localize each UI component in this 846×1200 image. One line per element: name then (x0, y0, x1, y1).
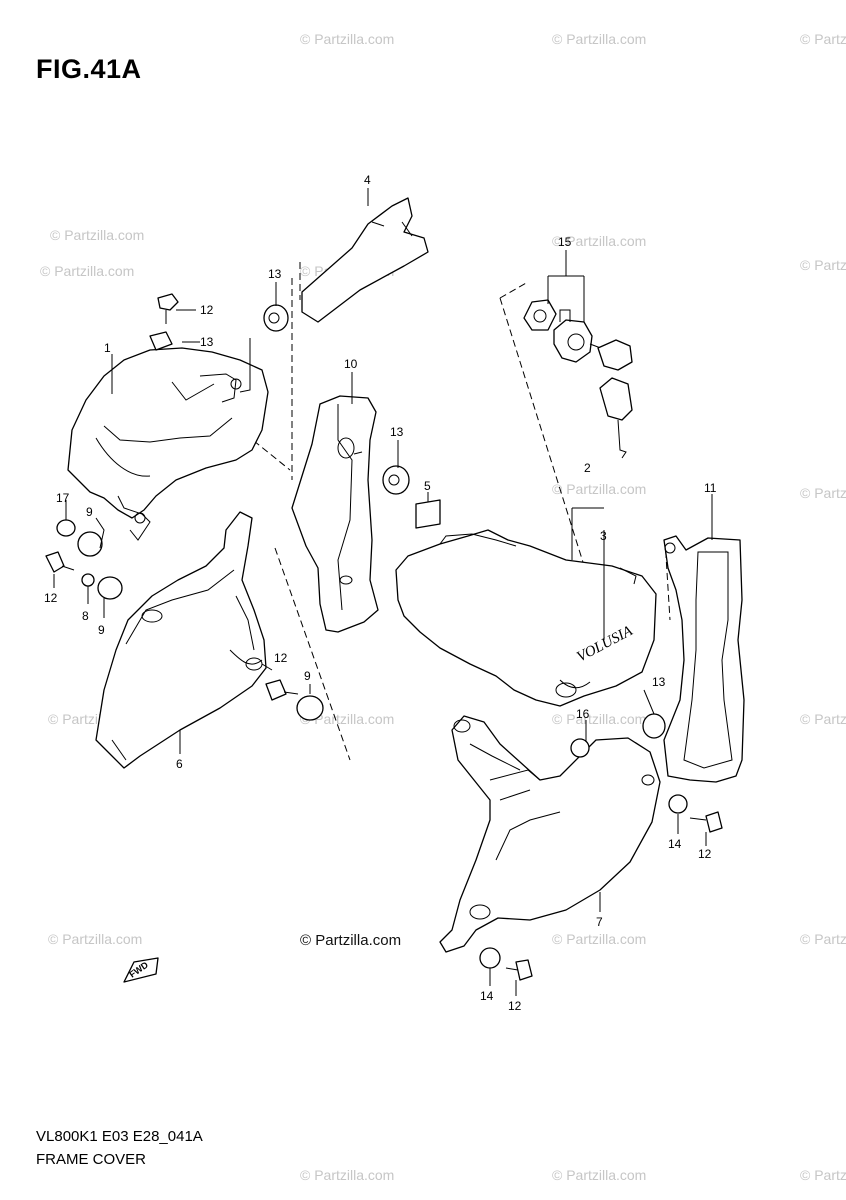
callout-13: 13 (268, 267, 282, 281)
watermark: © Partzilla.com (552, 31, 646, 47)
callout-1: 1 (104, 341, 111, 355)
callout-4: 4 (364, 173, 371, 187)
callout-12: 12 (44, 591, 58, 605)
callout-12: 12 (698, 847, 712, 861)
callout-16: 16 (576, 707, 590, 721)
partzilla-credit: © Partzilla.com (300, 932, 402, 949)
model-code: VL800K1 E03 E28_041A (36, 1128, 203, 1145)
callout-5: 5 (424, 479, 431, 493)
part-1-left-frame-cover (67, 347, 269, 541)
watermark: © Partzilla.com (48, 931, 142, 947)
part-5-label (415, 499, 441, 529)
callout-15: 15 (558, 235, 572, 249)
watermark: © Partzilla.com (800, 485, 846, 501)
watermark: © Partzilla.com (552, 233, 646, 249)
watermark: © Partzilla.com (800, 1167, 846, 1183)
part-7-lower-right-cover (439, 715, 661, 953)
callout-6: 6 (176, 757, 183, 771)
watermark: © Partzilla.com (50, 227, 144, 243)
watermark: © Partzilla.com (800, 711, 846, 727)
forward-arrow: FWD (123, 957, 159, 983)
part-10-vertical-bracket (291, 395, 379, 633)
watermark: © Partzilla.com (800, 31, 846, 47)
callout-3: 3 (600, 529, 607, 543)
section-name: FRAME COVER (36, 1151, 147, 1168)
part-15-lock-set (523, 299, 633, 459)
watermark: © Partzilla.com (552, 711, 646, 727)
callout-9: 9 (98, 623, 105, 637)
callout-13: 13 (390, 425, 404, 439)
callout-13: 13 (652, 675, 666, 689)
figure-title: FIG.41A (36, 54, 142, 84)
callout-9: 9 (304, 669, 311, 683)
callout-9: 9 (86, 505, 93, 519)
watermark: © Partzilla.com (800, 931, 846, 947)
part-11-side-bracket (663, 535, 745, 783)
watermark: © Partzilla.com (552, 931, 646, 947)
watermark: © Partzilla.com (800, 257, 846, 273)
callout-12: 12 (274, 651, 288, 665)
part-6-lower-left-cover (95, 511, 267, 769)
watermark: © Partzilla.com (300, 31, 394, 47)
callout-12: 12 (200, 303, 214, 317)
callout-14: 14 (668, 837, 682, 851)
callout-labels: 4 15 13 12 13 1 10 13 2 5 11 17 9 3 12 8… (44, 173, 717, 1013)
callout-11: 11 (704, 481, 717, 495)
part-4-bracket-plate (301, 197, 429, 323)
part-2-right-frame-cover: VOLUSIA (395, 529, 657, 707)
leader-lines (53, 188, 713, 996)
callout-14: 14 (480, 989, 494, 1003)
callout-2: 2 (584, 461, 591, 475)
callout-7: 7 (596, 915, 603, 929)
watermark: © Partzilla.com (552, 481, 646, 497)
callout-13: 13 (200, 335, 214, 349)
watermark: © Partzilla.com (300, 711, 394, 727)
watermark: © Partzilla.com (300, 1167, 394, 1183)
watermark: © Partzilla.com (552, 1167, 646, 1183)
callout-10: 10 (344, 357, 358, 371)
callout-12: 12 (508, 999, 522, 1013)
callout-17: 17 (56, 491, 70, 505)
watermark: © Partzilla.com (40, 263, 134, 279)
callout-8: 8 (82, 609, 89, 623)
